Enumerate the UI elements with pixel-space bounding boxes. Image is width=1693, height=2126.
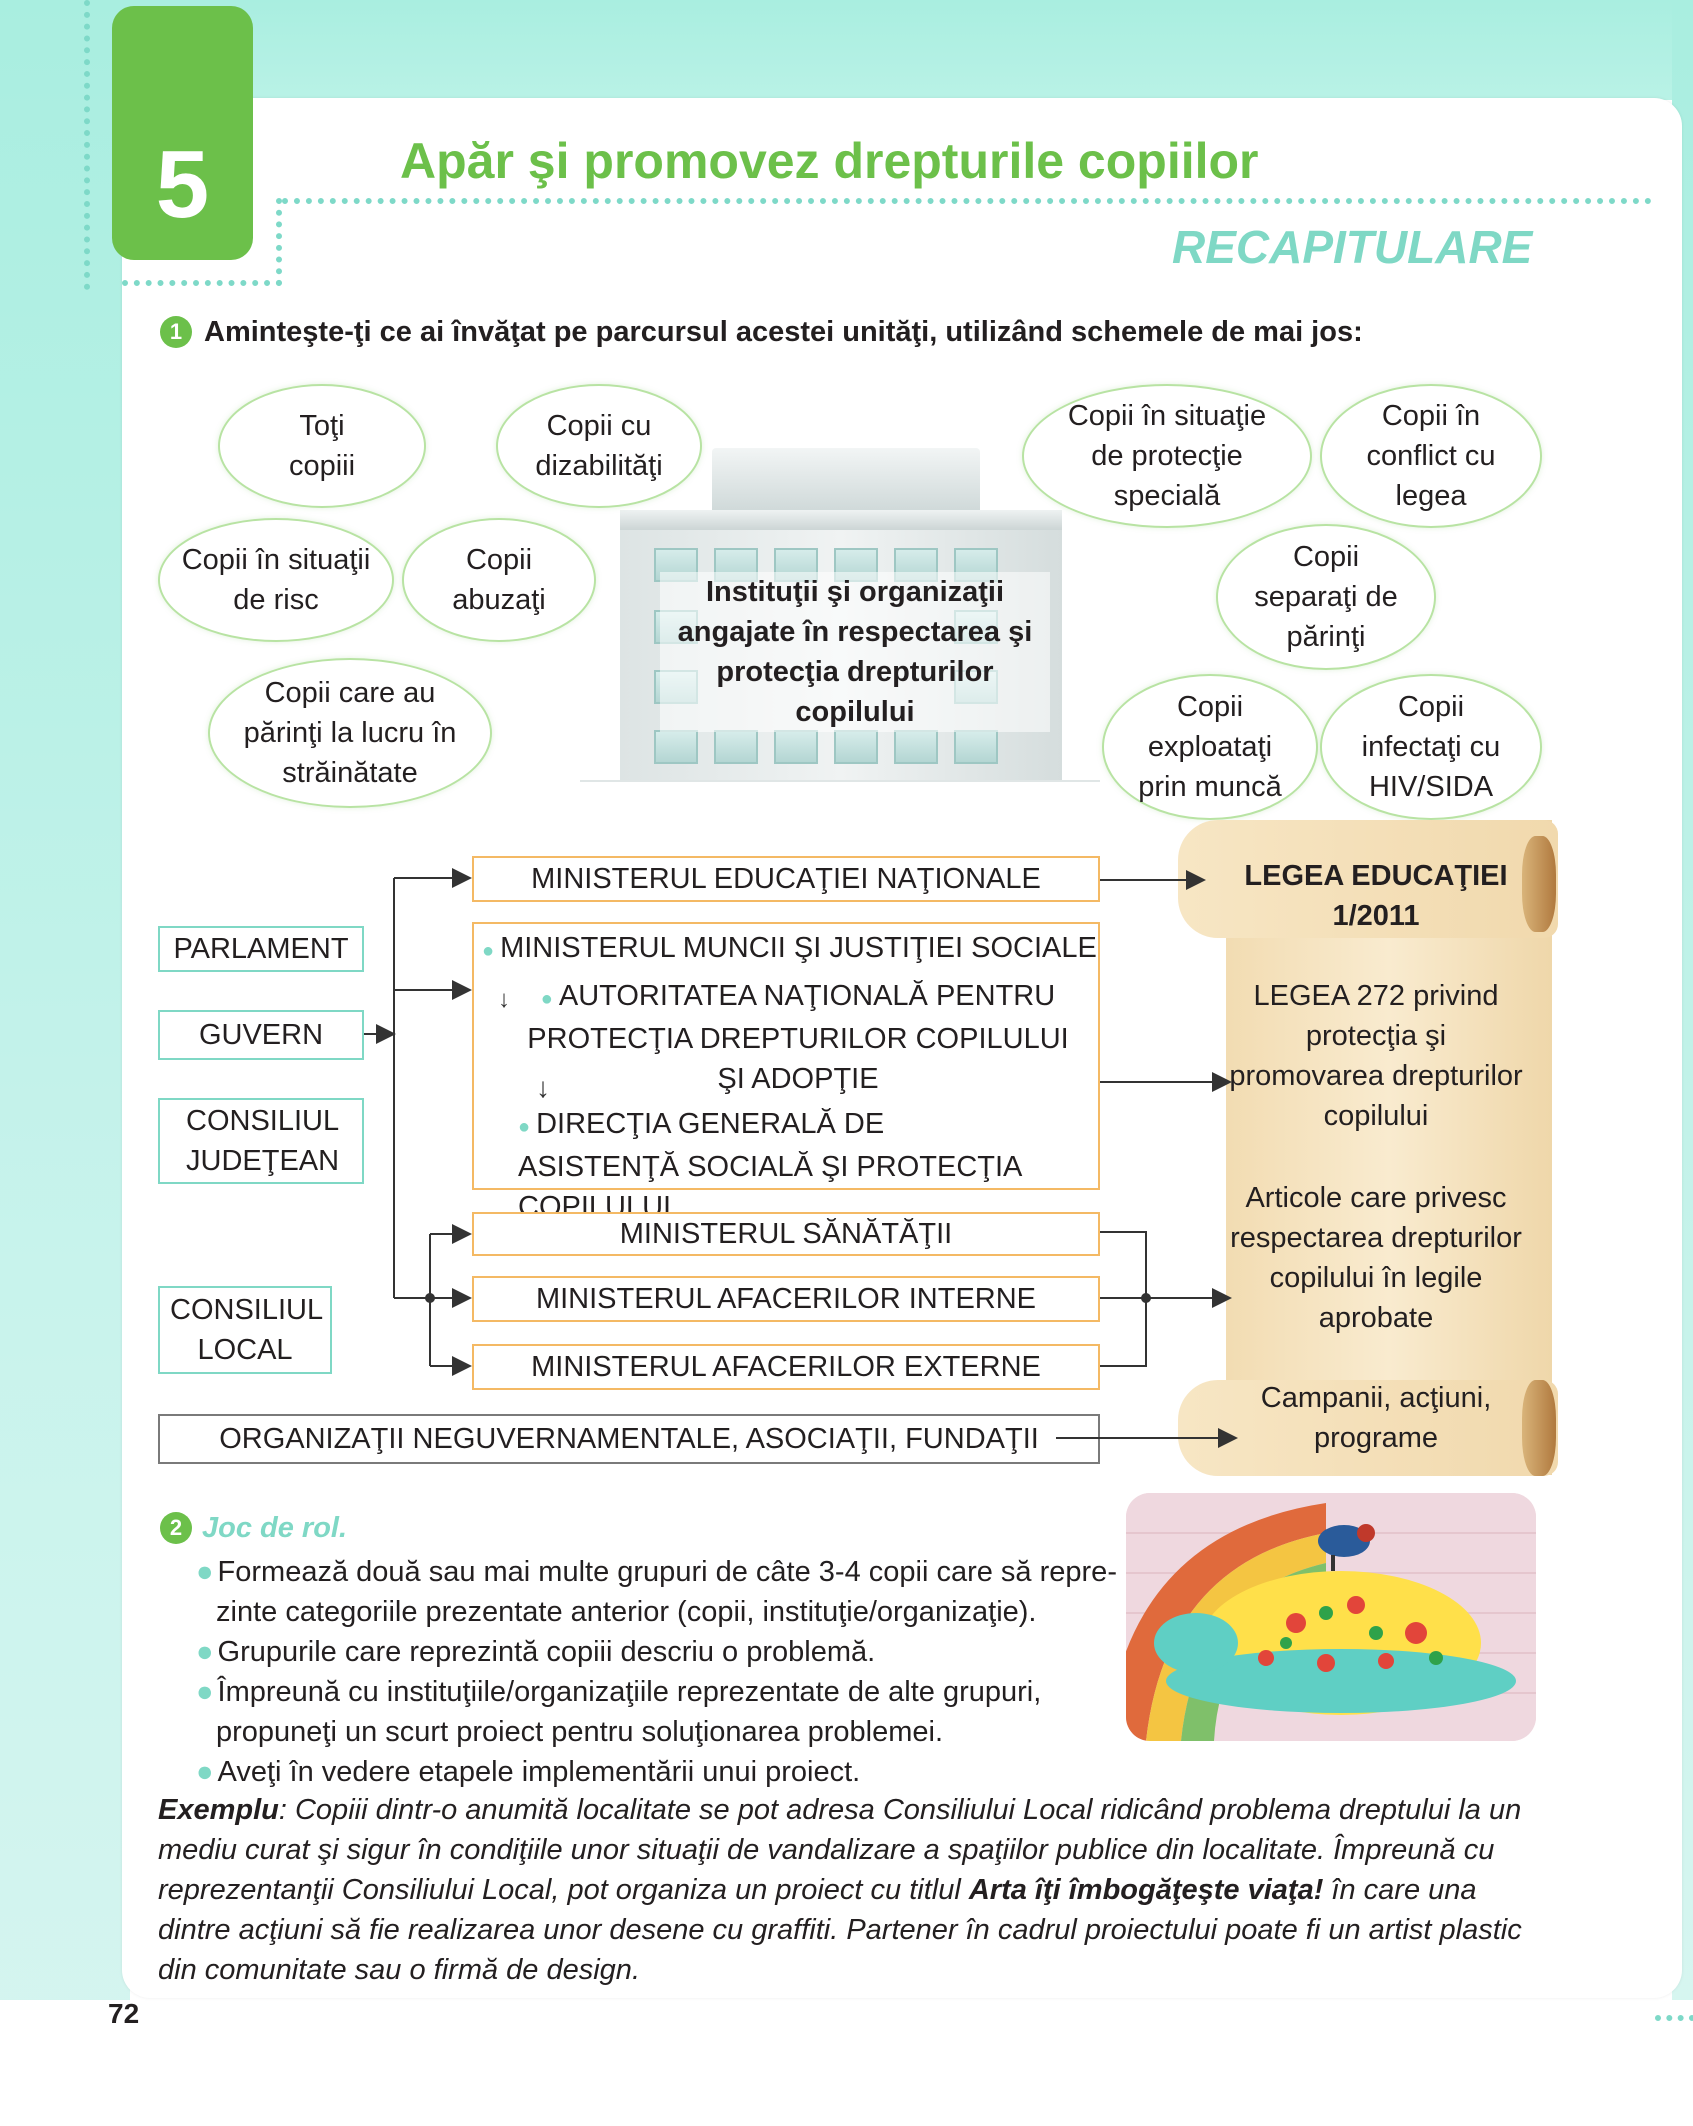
- example-label: Exemplu: [158, 1794, 279, 1826]
- exercise-2-title: Joc de rol.: [202, 1512, 347, 1545]
- list-item: ●Grupurile care reprezintă copiii descri…: [196, 1632, 875, 1672]
- list-item: ●Împreună cu instituţiile/organizaţiile …: [196, 1672, 1041, 1712]
- list-item-continuation: propuneţi un scurt proiect pentru soluţi…: [216, 1712, 943, 1752]
- graffiti-turtle-image: [1126, 1493, 1536, 1741]
- page-number: 72: [108, 1998, 139, 2030]
- example-paragraph: Exemplu: Copiii dintr-o anumită localita…: [158, 1790, 1538, 1990]
- project-title: Arta îţi îmbogăţeşte viaţa!: [969, 1874, 1324, 1906]
- list-item: ●Aveţi în vedere etapele implementării u…: [196, 1752, 860, 1792]
- list-item: ●Formează două sau mai multe grupuri de …: [196, 1552, 1117, 1592]
- list-item-continuation: zinte categoriile prezentate anterior (c…: [216, 1592, 1036, 1632]
- exercise-2-number: 2: [160, 1512, 192, 1544]
